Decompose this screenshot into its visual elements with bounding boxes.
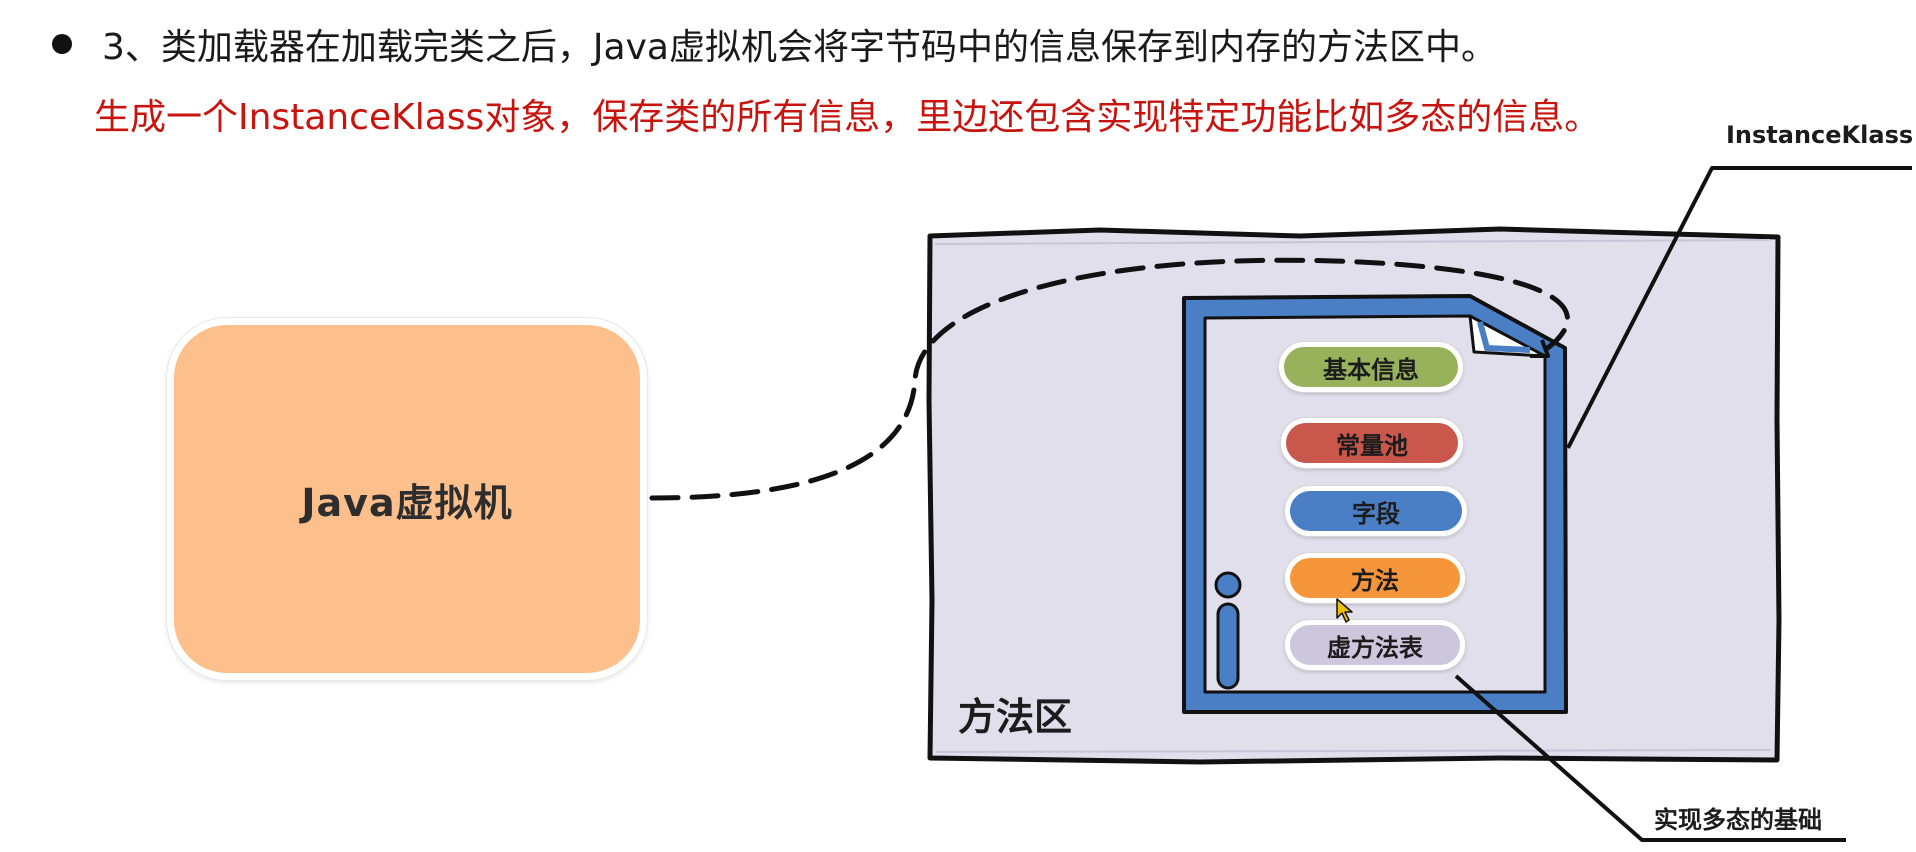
bullet-dot-icon bbox=[52, 34, 72, 54]
item-basic-info: 基本信息 bbox=[1279, 342, 1463, 392]
method-area-label: 方法区 bbox=[958, 695, 1073, 739]
highlight-text: 生成一个InstanceKlass对象，保存类的所有信息，里边还包含实现特定功能… bbox=[94, 97, 1601, 138]
info-icon bbox=[1214, 571, 1242, 690]
item-constant-pool: 常量池 bbox=[1281, 418, 1463, 468]
dashed-connector bbox=[649, 257, 1570, 501]
item-vtable: 虚方法表 bbox=[1285, 620, 1465, 670]
mouse-cursor-icon bbox=[1336, 598, 1353, 623]
jvm-label: Java虚拟机 bbox=[301, 480, 513, 525]
bullet-text: 3、类加载器在加载完类之后，Java虚拟机会将字节码中的信息保存到内存的方法区中… bbox=[102, 27, 1497, 68]
polymorphism-callout bbox=[1454, 674, 1846, 842]
polymorphism-label: 实现多态的基础 bbox=[1654, 806, 1822, 834]
bullet-line: 3、类加载器在加载完类之后，Java虚拟机会将字节码中的信息保存到内存的方法区中… bbox=[52, 18, 1497, 70]
item-methods: 方法 bbox=[1285, 553, 1465, 603]
instance-klass-label: InstanceKlass bbox=[1726, 121, 1914, 149]
instance-klass-callout bbox=[1566, 166, 1912, 449]
jvm-box: Java虚拟机 bbox=[167, 318, 647, 680]
item-fields: 字段 bbox=[1285, 486, 1467, 536]
